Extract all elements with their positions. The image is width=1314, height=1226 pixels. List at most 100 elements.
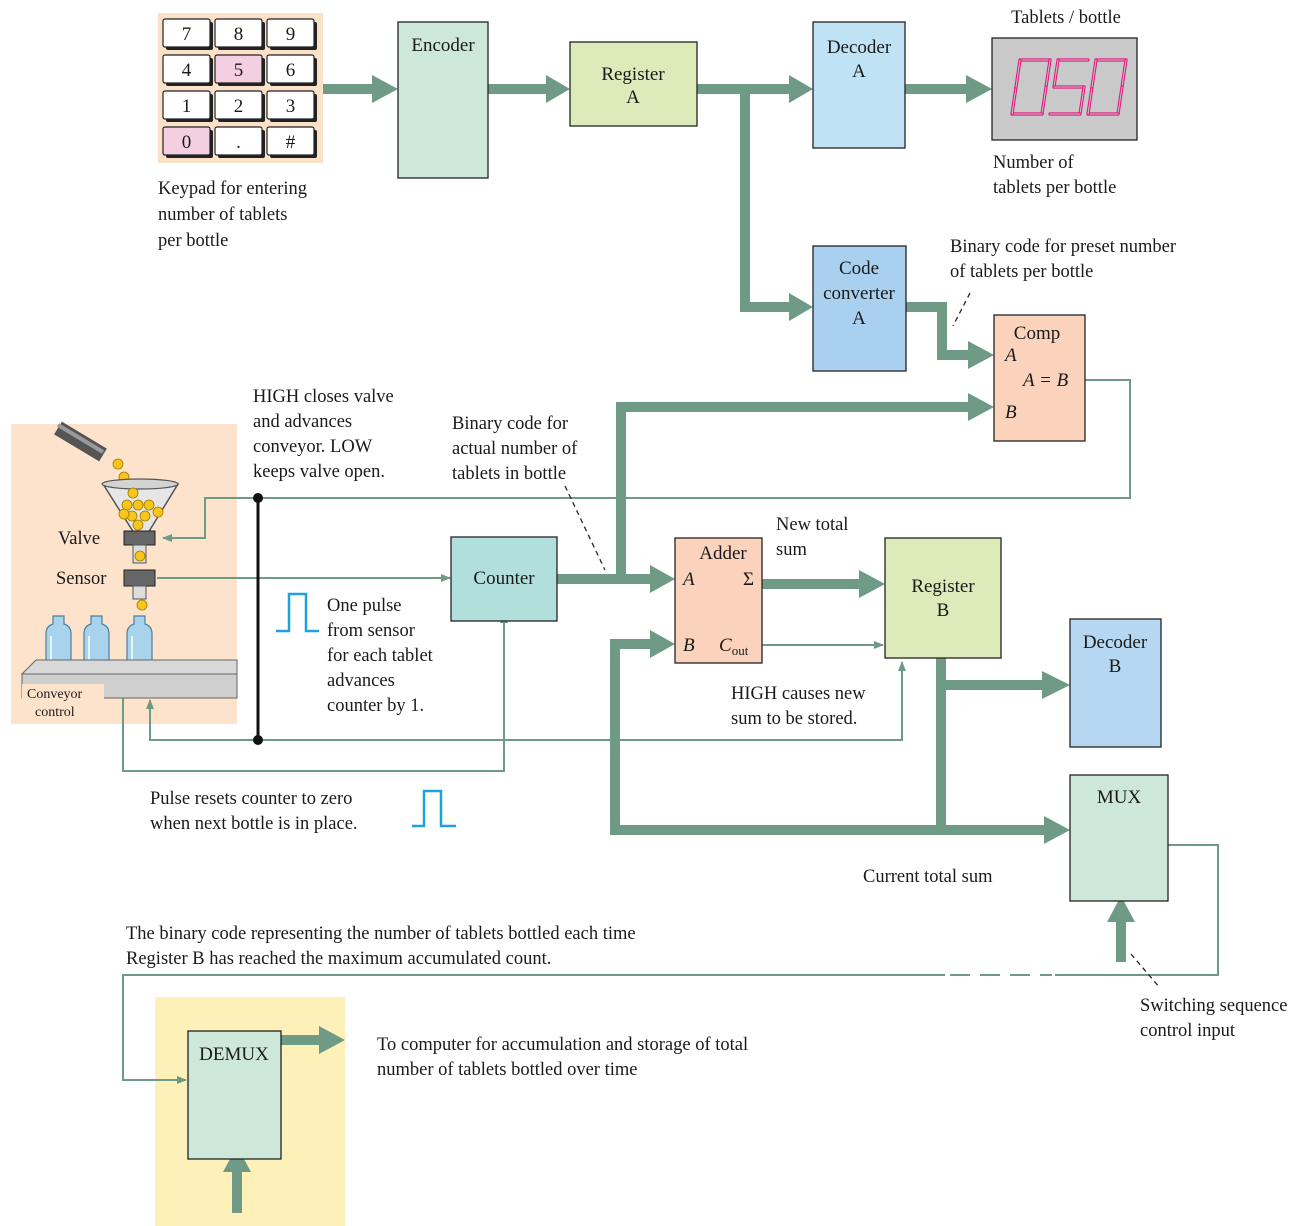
keypad-caption-3: per bottle xyxy=(158,231,228,251)
key-label: 5 xyxy=(234,60,244,81)
counter-label: Counter xyxy=(473,568,535,589)
high-closes-4: keeps valve open. xyxy=(253,462,385,482)
conveyor-illustration xyxy=(20,421,238,724)
comp-block xyxy=(993,314,1086,442)
new-total-1: New total xyxy=(776,515,848,535)
line-conveyor-reset xyxy=(122,613,508,772)
key-5[interactable]: 5 xyxy=(214,54,265,86)
valve-body xyxy=(123,530,156,546)
key-2[interactable]: 2 xyxy=(214,90,265,122)
segment-f xyxy=(1053,59,1059,88)
decoder-b-block xyxy=(1069,618,1162,748)
key-label: 8 xyxy=(234,24,244,45)
display-block xyxy=(991,37,1138,141)
leader-lines xyxy=(564,292,1161,989)
text-labels: Encoder Register A Decoder A Code conver… xyxy=(27,8,1287,1080)
code-converter-a-block xyxy=(812,245,907,372)
decoder-a-block xyxy=(812,21,906,149)
key-7[interactable]: 7 xyxy=(162,18,213,50)
pulse-resets-2: when next bottle is in place. xyxy=(150,814,358,834)
adder-sum: Σ xyxy=(743,569,754,590)
key-1[interactable]: 1 xyxy=(162,90,213,122)
keypad-caption-2: number of tablets xyxy=(158,205,287,225)
encoder-label: Encoder xyxy=(411,35,475,56)
key-3[interactable]: 3 xyxy=(266,90,317,122)
binary-preset-2: of tablets per bottle xyxy=(950,262,1093,282)
conveyor-control-label-1: Conveyor xyxy=(27,687,83,702)
key-9[interactable]: 9 xyxy=(266,18,317,50)
segment-f xyxy=(1091,59,1097,88)
high-closes-1: HIGH closes valve xyxy=(253,387,394,407)
sensor-body xyxy=(123,569,156,587)
adder-carry: Cout xyxy=(719,635,749,658)
segment-b xyxy=(1121,59,1127,88)
encoder-block xyxy=(397,21,489,179)
adder-input-b: B xyxy=(683,635,695,656)
key-hash[interactable]: # xyxy=(266,126,317,158)
key-label: # xyxy=(286,132,296,153)
register-b-label-2: B xyxy=(937,600,950,621)
pulse-icon-sensor xyxy=(276,592,319,633)
bus-converter-comp-a xyxy=(906,302,974,360)
segment-b xyxy=(1045,59,1051,88)
switching-1: Switching sequence xyxy=(1140,996,1287,1016)
one-pulse-5: counter by 1. xyxy=(327,696,424,716)
adder-input-a: A xyxy=(681,569,695,590)
decoder-a-label-1: Decoder xyxy=(827,37,892,58)
segment-e xyxy=(1087,86,1093,115)
pulse-resets-1: Pulse resets counter to zero xyxy=(150,789,352,809)
high-causes-2: sum to be stored. xyxy=(731,709,857,729)
register-b-block xyxy=(884,537,1002,659)
key-label: 6 xyxy=(286,60,296,81)
new-total-2: sum xyxy=(776,540,807,560)
key-0[interactable]: 0 xyxy=(162,126,213,158)
key-dot[interactable]: . xyxy=(214,126,265,158)
segment-c xyxy=(1117,86,1123,115)
one-pulse-3: for each tablet xyxy=(327,646,434,666)
bus-counter-comp-b xyxy=(557,402,974,584)
decoder-b-label-2: B xyxy=(1109,656,1122,677)
decoder-b-label-1: Decoder xyxy=(1083,632,1148,653)
keypad-caption-1: Keypad for entering xyxy=(158,179,307,199)
one-pulse-2: from sensor xyxy=(327,621,415,641)
converter-label-1: Code xyxy=(839,258,879,279)
segment-e xyxy=(1011,86,1017,115)
one-pulse-1: One pulse xyxy=(327,596,402,616)
key-label: 9 xyxy=(286,24,296,45)
key-label: 0 xyxy=(182,132,192,153)
register-a-label-1: Register xyxy=(601,64,665,85)
comp-title: Comp xyxy=(1014,323,1060,344)
binary-actual-2: actual number of xyxy=(452,439,578,459)
bus-feedback-adder-b xyxy=(610,639,946,835)
bus-register-a-converter xyxy=(740,89,795,312)
comp-output-eq: A = B xyxy=(1021,370,1069,391)
line-mux-output xyxy=(1055,844,1219,976)
display-caption-1: Number of xyxy=(993,153,1074,173)
comp-output-junction xyxy=(253,493,263,745)
key-label: 2 xyxy=(234,96,244,117)
high-causes-1: HIGH causes new xyxy=(731,684,866,704)
key-4[interactable]: 4 xyxy=(162,54,213,86)
current-total: Current total sum xyxy=(863,867,993,887)
key-6[interactable]: 6 xyxy=(266,54,317,86)
key-8[interactable]: 8 xyxy=(214,18,265,50)
segment-c xyxy=(1079,86,1085,115)
segment-f xyxy=(1015,59,1021,88)
register-a-block xyxy=(569,41,698,127)
display-digit xyxy=(1048,58,1090,116)
key-label: 7 xyxy=(182,24,192,45)
high-closes-2: and advances xyxy=(253,412,352,432)
mux-label: MUX xyxy=(1097,787,1142,808)
comp-input-a: A xyxy=(1003,345,1017,366)
display-digit xyxy=(1086,58,1128,116)
valve-label: Valve xyxy=(58,529,100,549)
conveyor-control-box xyxy=(22,684,104,724)
segment-c xyxy=(1041,86,1047,115)
converter-label-2: converter xyxy=(823,283,895,304)
converter-label-3: A xyxy=(852,308,866,329)
to-computer-1: To computer for accumulation and storage… xyxy=(377,1035,748,1055)
switching-2: control input xyxy=(1140,1021,1236,1041)
display-title: Tablets / bottle xyxy=(1011,8,1121,28)
